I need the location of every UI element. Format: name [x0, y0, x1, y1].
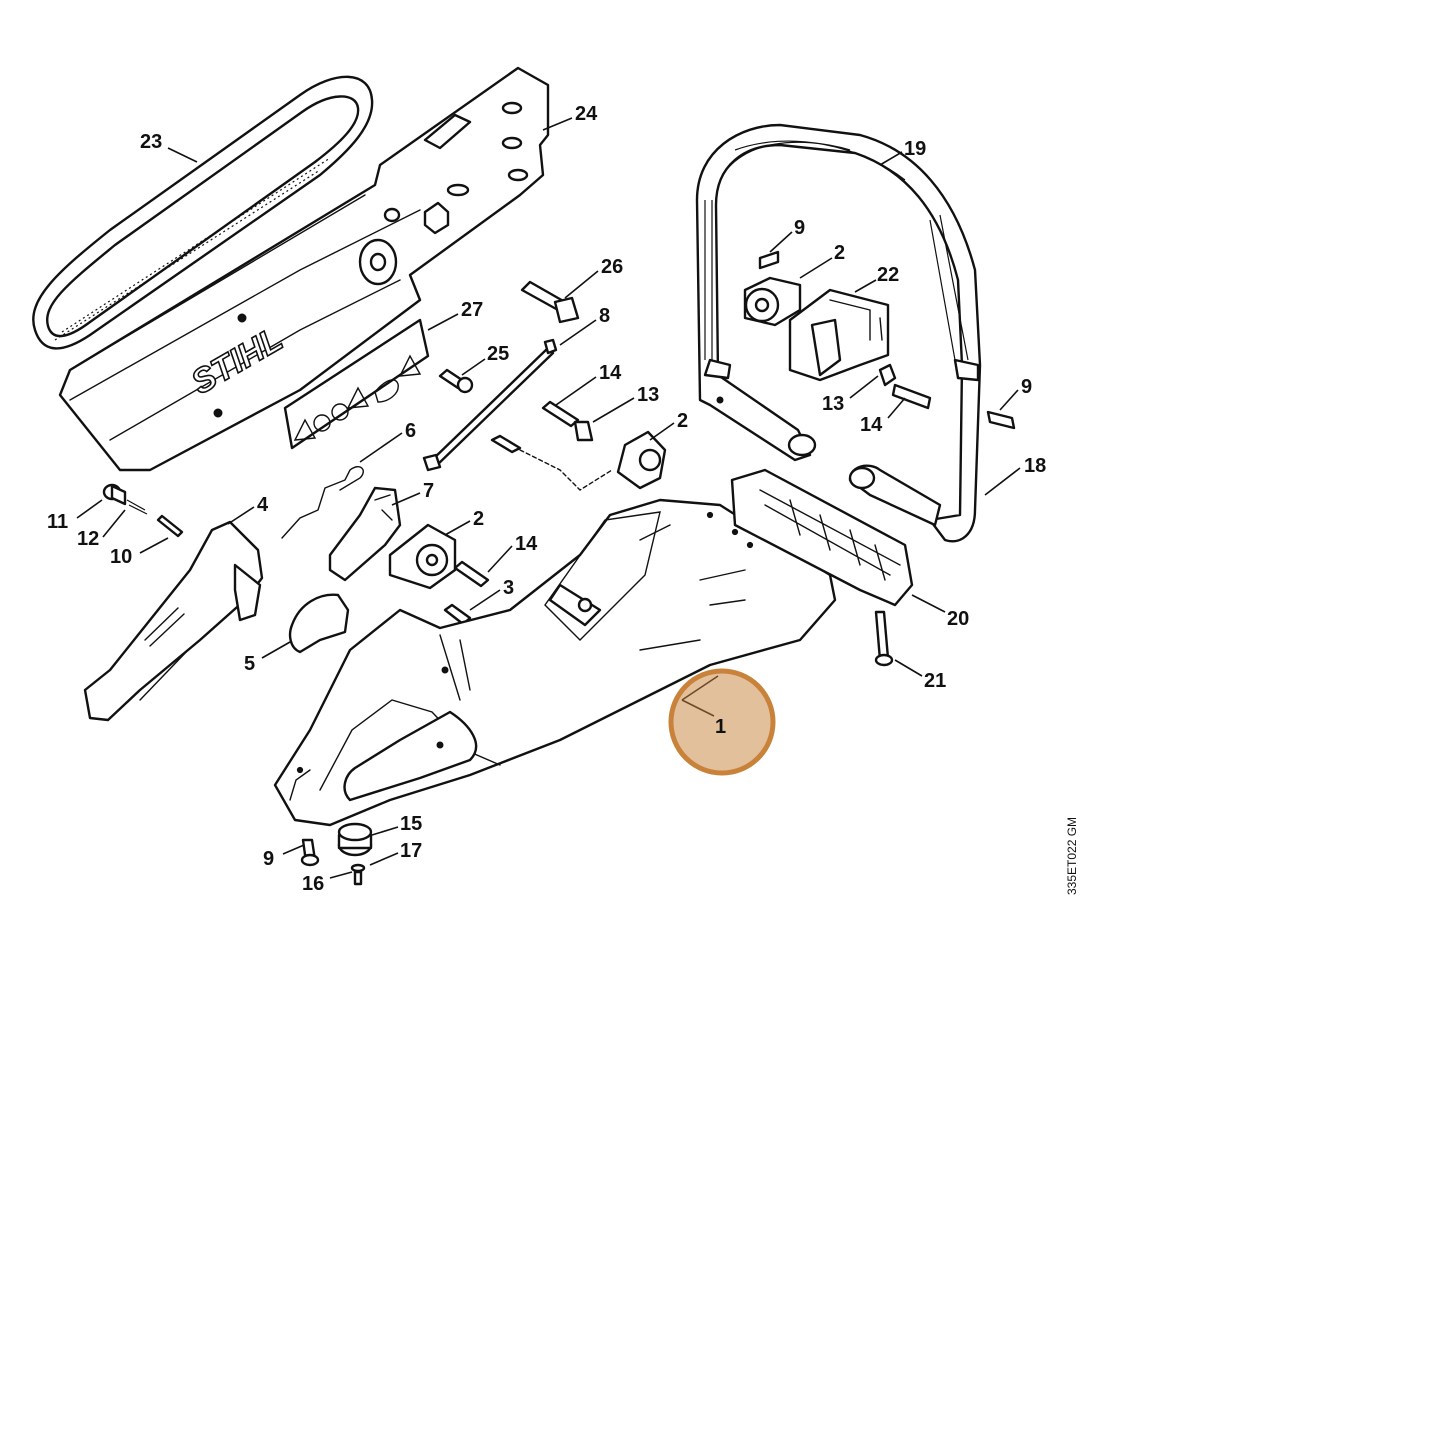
callout-20: 20: [947, 608, 969, 630]
callout-10: 10: [110, 546, 132, 568]
callout-25: 25: [487, 343, 509, 365]
callout-3: 3: [503, 577, 514, 599]
callout-7: 7: [423, 480, 434, 502]
callout-12: 12: [77, 528, 99, 550]
callout-13-right: 13: [822, 393, 844, 415]
part-throttle-rod: [281, 338, 558, 582]
callout-9-bottom: 9: [263, 848, 274, 870]
drawing-code: 335ET022 GM: [1065, 817, 1079, 895]
part-bottom-fasteners: [300, 822, 373, 886]
callout-14-lower: 14: [515, 533, 538, 555]
callout-17: 17: [400, 840, 422, 862]
callout-5: 5: [244, 653, 255, 675]
callout-24: 24: [575, 103, 598, 125]
callout-21: 21: [924, 670, 946, 692]
part-drive-belt: [32, 75, 374, 350]
callout-4: 4: [257, 494, 269, 516]
callout-23: 23: [140, 131, 162, 153]
part-screws: [438, 280, 667, 491]
callout-9-top: 9: [794, 217, 805, 239]
part-handlebar: [695, 123, 982, 543]
callout-2-top: 2: [834, 242, 845, 264]
callout-14-upper: 14: [599, 362, 622, 384]
part-rear-handle: [83, 520, 264, 722]
part-small-components: [102, 483, 184, 538]
callout-8: 8: [599, 305, 610, 327]
part-handlebar-brackets: [743, 250, 1016, 430]
callout-22: 22: [877, 264, 899, 286]
part-anti-vibration-block: [730, 468, 914, 667]
highlight-circle: [668, 668, 776, 776]
callout-14-right: 14: [860, 414, 883, 436]
callout-16: 16: [302, 873, 324, 895]
part-sprocket-cover: STIHL: [58, 66, 550, 472]
callout-2-middle: 2: [677, 410, 688, 432]
callout-2-lower: 2: [473, 508, 484, 530]
part-mounts-middle: [388, 523, 490, 626]
callout-6: 6: [405, 420, 416, 442]
callout-13-left: 13: [637, 384, 659, 406]
part-handle-housing: [273, 498, 837, 827]
callout-15: 15: [400, 813, 422, 835]
callout-11: 11: [47, 511, 68, 533]
callout-18: 18: [1024, 455, 1046, 477]
callout-labels: 23 24 19 26 9 2 22 27 8 25 14 13 13 14 9…: [47, 103, 1046, 895]
callout-9-right: 9: [1021, 376, 1032, 398]
callout-26: 26: [601, 256, 623, 278]
callout-1: 1: [715, 716, 726, 738]
callout-27: 27: [461, 299, 483, 321]
part-lever-5: [288, 593, 350, 654]
callout-19: 19: [904, 138, 926, 160]
